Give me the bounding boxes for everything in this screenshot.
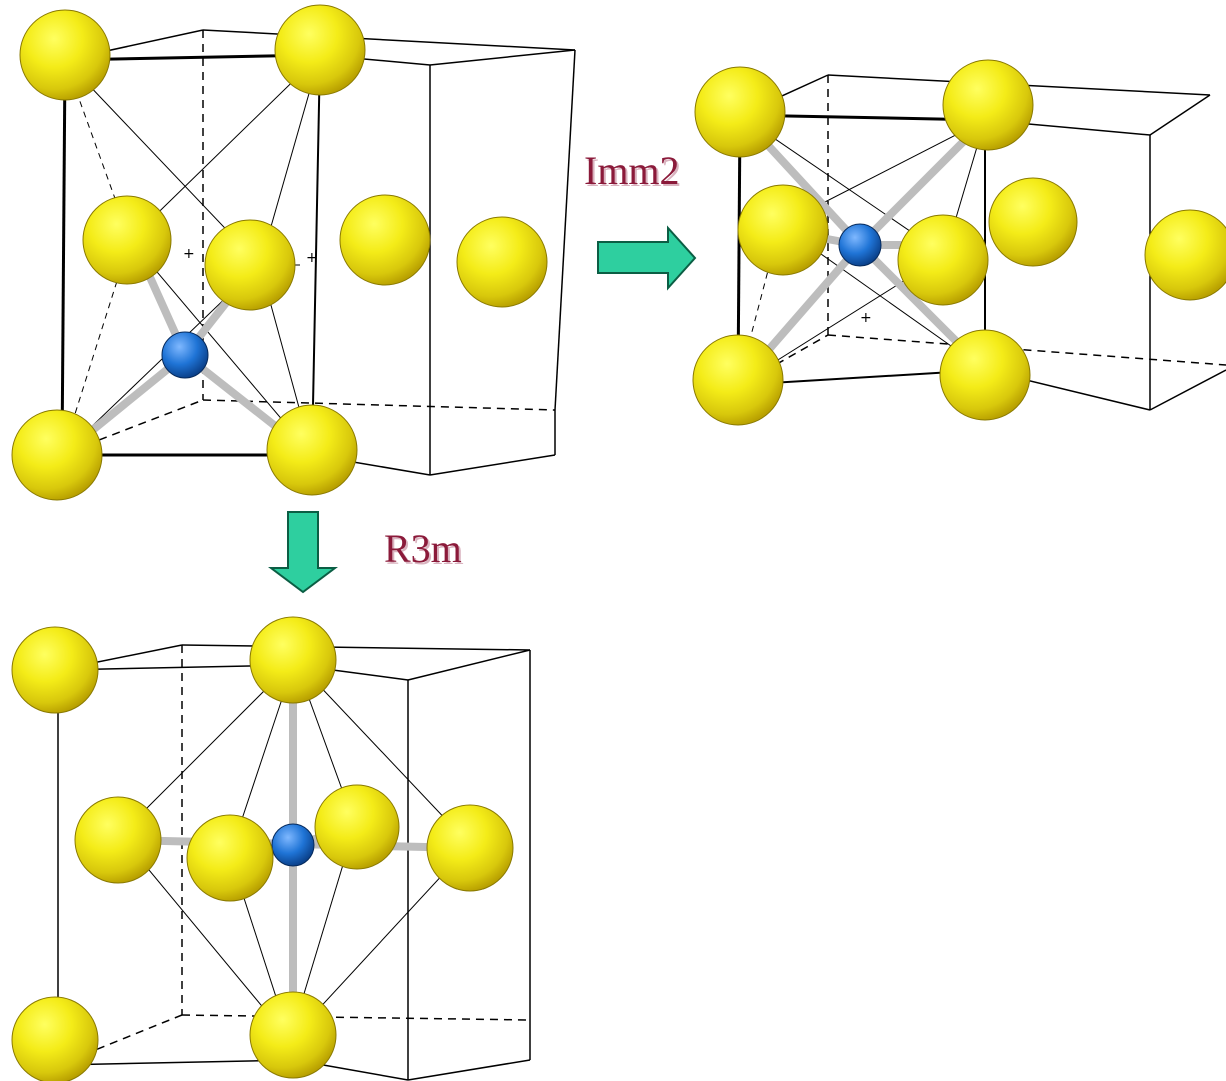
large-atom — [939, 329, 1031, 421]
large-atom — [314, 784, 400, 870]
large-atom — [19, 9, 111, 101]
svg-text:+: + — [860, 310, 872, 326]
large-atom — [11, 996, 99, 1081]
arrow-right — [597, 225, 697, 291]
r3m-structure — [11, 616, 531, 1081]
large-atom — [988, 177, 1078, 267]
large-atom — [186, 814, 274, 902]
svg-text:+: + — [183, 246, 195, 262]
large-atom — [339, 194, 431, 286]
large-atom — [82, 195, 172, 285]
large-atom — [266, 404, 358, 496]
parent-structure: + + — [11, 4, 576, 501]
svg-text:+: + — [306, 250, 318, 266]
large-atom — [692, 334, 784, 426]
imm2-structure: + — [692, 59, 1226, 426]
large-atom — [249, 991, 337, 1079]
large-atom — [694, 66, 786, 158]
svg-text:Imm2: Imm2 — [586, 150, 682, 195]
large-atom — [1144, 209, 1226, 301]
large-atom — [11, 409, 103, 501]
large-atom — [737, 184, 829, 276]
svg-text:R3m: R3m — [386, 528, 464, 573]
large-atom — [426, 804, 514, 892]
small-atom — [271, 823, 315, 867]
large-atom — [249, 616, 337, 704]
small-atom — [161, 331, 209, 379]
large-atom — [942, 59, 1034, 151]
arrow-down — [268, 511, 338, 594]
large-atom — [204, 219, 296, 311]
large-atom — [456, 216, 548, 308]
r3m-label: R3m — [384, 526, 462, 571]
large-atom — [74, 796, 162, 884]
large-atom — [897, 214, 989, 306]
imm2-label: Imm2 — [584, 148, 680, 193]
large-atom — [11, 626, 99, 714]
large-atom — [274, 4, 366, 96]
small-atom — [838, 223, 882, 267]
